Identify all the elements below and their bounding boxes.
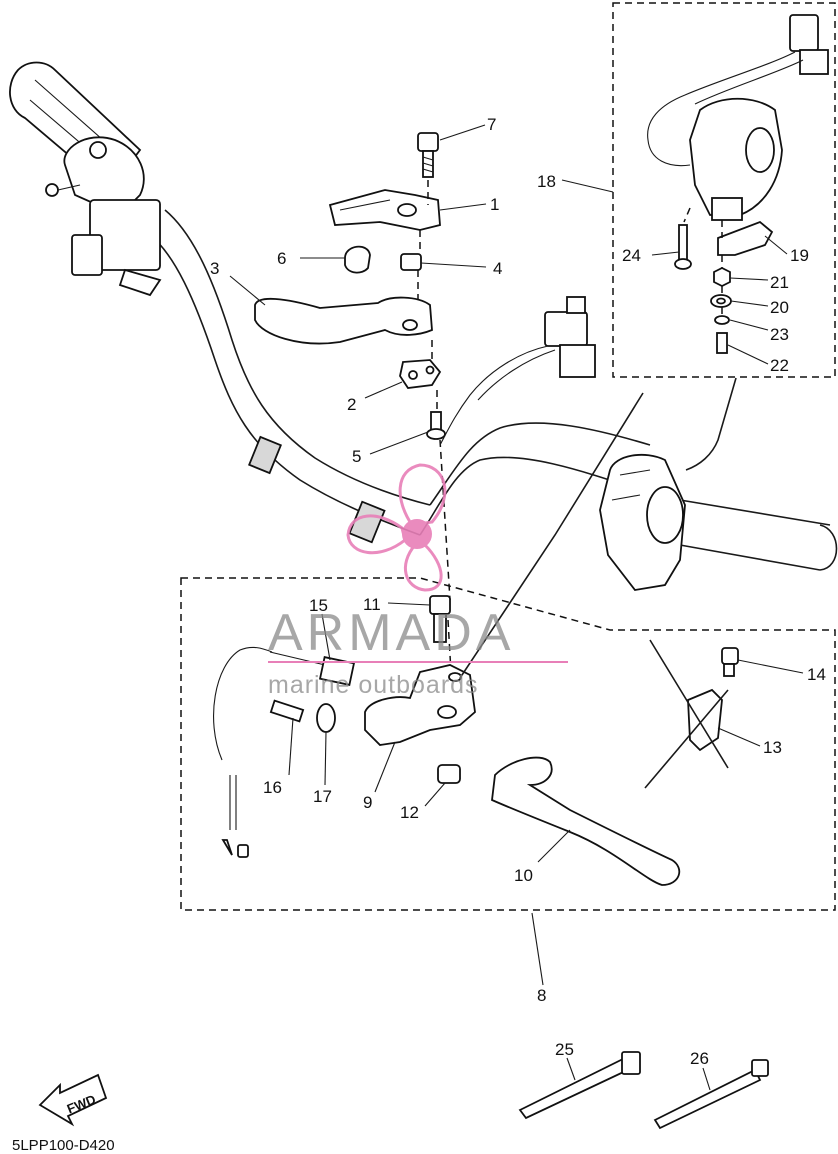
label-part-14: 14 bbox=[807, 665, 826, 684]
part-25-cable-tie bbox=[518, 1051, 641, 1120]
label-part-23: 23 bbox=[770, 325, 789, 344]
part-9-lever-holder bbox=[364, 664, 476, 746]
label-part-16: 16 bbox=[263, 778, 282, 797]
label-part-10: 10 bbox=[514, 866, 533, 885]
part-3-lever bbox=[254, 296, 433, 345]
handlebar bbox=[149, 209, 838, 571]
label-part-19: 19 bbox=[790, 246, 809, 265]
label-part-18: 18 bbox=[537, 172, 556, 191]
label-part-20: 20 bbox=[770, 298, 789, 317]
label-part-8: 8 bbox=[537, 986, 546, 1005]
part-6-cap bbox=[344, 245, 371, 274]
label-part-11: 11 bbox=[363, 595, 381, 614]
part-23-lockwasher bbox=[714, 315, 730, 325]
label-part-9: 9 bbox=[363, 793, 372, 812]
label-part-15: 15 bbox=[309, 596, 328, 615]
part-22-screw bbox=[716, 332, 728, 354]
part-14-bolt bbox=[721, 647, 739, 677]
part-21-nut bbox=[713, 266, 731, 288]
label-part-21: 21 bbox=[770, 273, 789, 292]
master-cylinder bbox=[45, 136, 162, 297]
label-part-17: 17 bbox=[313, 787, 332, 806]
label-part-25: 25 bbox=[555, 1040, 574, 1059]
watermark-tagline: marine outboards bbox=[268, 671, 479, 699]
label-part-2: 2 bbox=[347, 395, 356, 414]
drawing-code: 5LPP100-D420 bbox=[12, 1137, 115, 1154]
label-part-3: 3 bbox=[210, 259, 219, 278]
part-26-cable-tie bbox=[653, 1059, 769, 1130]
bar-knurl-center bbox=[348, 500, 386, 544]
part-labels: 7 1 6 4 3 2 5 18 24 19 21 20 23 22 15 11… bbox=[210, 115, 826, 1068]
label-part-6: 6 bbox=[277, 249, 286, 268]
part-18-switch-assembly bbox=[647, 14, 829, 221]
label-part-22: 22 bbox=[770, 356, 789, 375]
part-16-adjuster-screw bbox=[269, 699, 305, 723]
label-part-12: 12 bbox=[400, 803, 419, 822]
part-4-collar bbox=[400, 253, 422, 271]
bar-knurl-left bbox=[248, 435, 282, 475]
part-1-bracket bbox=[328, 189, 441, 231]
part-7-bolt bbox=[417, 132, 439, 178]
part-24-screw bbox=[674, 224, 692, 270]
part-17-locknut bbox=[316, 703, 336, 733]
leader-lines bbox=[229, 124, 804, 1091]
connector-center bbox=[439, 296, 596, 446]
label-part-1: 1 bbox=[490, 195, 499, 214]
label-part-7: 7 bbox=[487, 115, 496, 134]
label-part-26: 26 bbox=[690, 1049, 709, 1068]
label-part-4: 4 bbox=[493, 259, 502, 278]
label-part-24: 24 bbox=[622, 246, 641, 265]
part-15-cable-adjuster bbox=[213, 646, 356, 858]
right-handlebar-switch bbox=[599, 453, 686, 591]
label-part-5: 5 bbox=[352, 447, 361, 466]
fwd-arrow-icon: FWD bbox=[38, 1073, 108, 1127]
part-12-nut bbox=[437, 764, 461, 784]
watermark-propeller-icon bbox=[346, 463, 447, 592]
part-2-plate bbox=[399, 359, 442, 389]
label-part-13: 13 bbox=[763, 738, 782, 757]
part-5-screw bbox=[426, 411, 446, 440]
part-20-washer bbox=[710, 294, 732, 308]
watermark: ARMADA marine outboards bbox=[268, 463, 568, 699]
part-13-clamp bbox=[687, 688, 723, 752]
part-19-clamp bbox=[717, 220, 774, 256]
watermark-brand: ARMADA bbox=[268, 604, 514, 662]
